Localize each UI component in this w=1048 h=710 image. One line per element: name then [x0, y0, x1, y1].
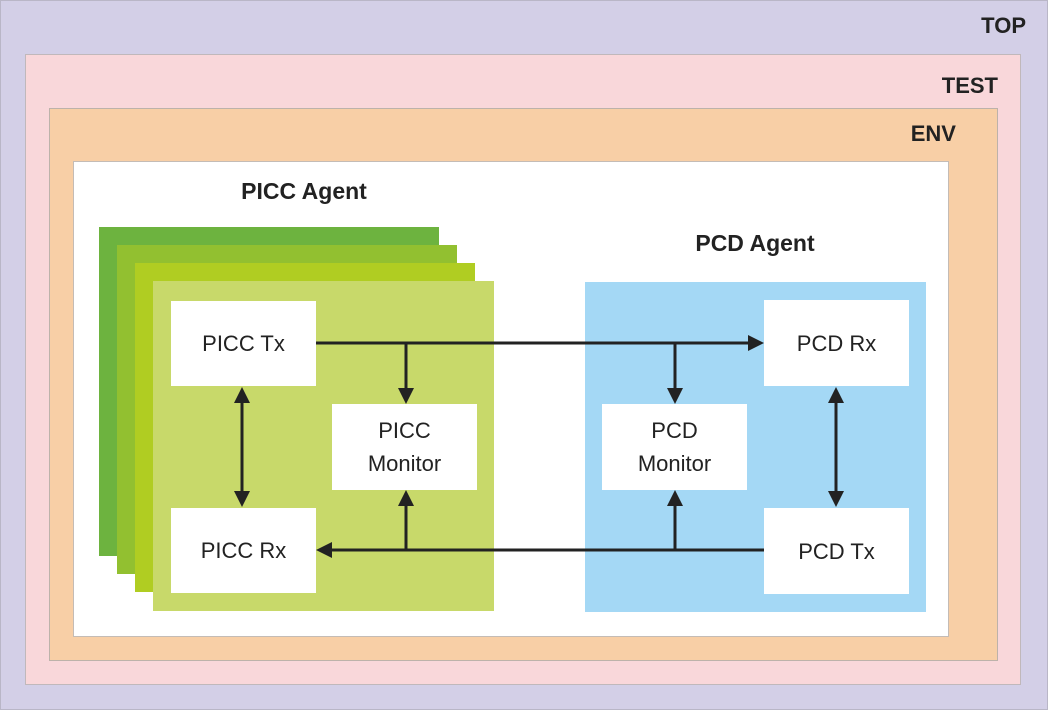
pcd-monitor-block[interactable]: PCD Monitor — [602, 404, 747, 490]
pcd-tx-label: PCD Tx — [798, 538, 875, 564]
env-label: ENV — [910, 121, 956, 146]
pcd-monitor-label-line2: Monitor — [637, 451, 712, 476]
test-label: TEST — [941, 73, 998, 98]
arrowhead-picc-rx-down — [234, 491, 250, 507]
picc-rx-block[interactable]: PICC Rx — [171, 508, 316, 593]
arrowhead-picc-monitor-bottom — [398, 490, 414, 506]
arrowhead-pcd-tx-down — [828, 491, 844, 507]
pcd-tx-block[interactable]: PCD Tx — [764, 508, 909, 594]
picc-rx-label: PICC Rx — [200, 538, 287, 563]
arrowhead-pcd-monitor-top — [667, 388, 683, 404]
top-label: TOP — [981, 13, 1026, 38]
picc-tx-label: PICC Tx — [202, 331, 285, 356]
arrowhead-picc-tx-up — [234, 387, 250, 403]
picc-monitor-block[interactable]: PICC Monitor — [332, 404, 477, 490]
pcd-monitor-label-line1: PCD — [651, 418, 698, 443]
picc-agent-title: PICC Agent — [241, 178, 367, 204]
pcd-rx-label: PCD Rx — [796, 330, 877, 356]
arrowhead-pcd-rx-up — [828, 387, 844, 403]
arrowhead-pcd-rx — [748, 335, 764, 351]
picc-tx-block[interactable]: PICC Tx — [171, 301, 316, 386]
arrowhead-pcd-monitor-bottom — [667, 490, 683, 506]
arrowhead-picc-monitor-top — [398, 388, 414, 404]
pcd-rx-block[interactable]: PCD Rx — [764, 300, 909, 386]
picc-monitor-label-line2: Monitor — [367, 451, 442, 476]
picc-monitor-label-line1: PICC — [378, 418, 431, 443]
arrowhead-picc-rx — [316, 542, 332, 558]
pcd-agent-title: PCD Agent — [695, 230, 815, 256]
